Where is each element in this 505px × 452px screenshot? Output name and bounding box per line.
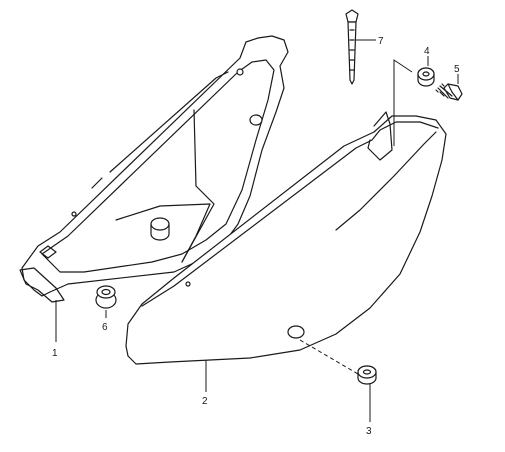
left-cover-rivet <box>71 211 77 217</box>
right-cover-grommet-hole <box>287 325 305 339</box>
leader-4-axis <box>393 59 413 146</box>
left-cover-rail <box>91 71 229 189</box>
left-cover-slot <box>39 245 57 259</box>
callout-2: 2 <box>202 396 208 407</box>
leader-3-dashed <box>299 339 359 375</box>
right-cover-top-edge <box>141 121 439 307</box>
callout-5: 5 <box>454 64 460 75</box>
callout-6: 6 <box>102 322 108 333</box>
leader-lines <box>55 39 459 422</box>
left-cover-outline <box>21 35 289 297</box>
grommet-part-3 <box>357 365 377 385</box>
left-cover-mount-hole <box>236 68 244 76</box>
cable-tie-part-7 <box>345 9 359 85</box>
right-cover-outline <box>125 115 447 365</box>
callout-labels: 1 2 3 4 5 6 7 <box>52 36 460 437</box>
right-cover-inner-ridge <box>335 131 437 231</box>
left-cover-hook <box>19 267 65 303</box>
rubber-cushion-part-6 <box>95 285 117 309</box>
left-frame-cover-part-1 <box>19 35 289 303</box>
left-cover-gusset <box>115 203 211 263</box>
left-cover-boss-side <box>150 223 170 241</box>
left-cover-upper-boss <box>249 114 263 126</box>
left-cover-inner-edge <box>41 59 275 273</box>
callout-7: 7 <box>378 36 384 47</box>
collar-part-4 <box>417 67 435 87</box>
callout-4: 4 <box>424 46 430 57</box>
right-cover-mount-tab <box>367 111 393 161</box>
right-frame-cover-part-2 <box>125 111 447 365</box>
left-cover-boss <box>150 217 170 231</box>
left-cover-brace <box>181 109 215 263</box>
hex-bolt-part-5 <box>435 83 463 101</box>
callout-3: 3 <box>366 426 372 437</box>
right-cover-rivet <box>185 281 191 287</box>
callout-1: 1 <box>52 348 58 359</box>
